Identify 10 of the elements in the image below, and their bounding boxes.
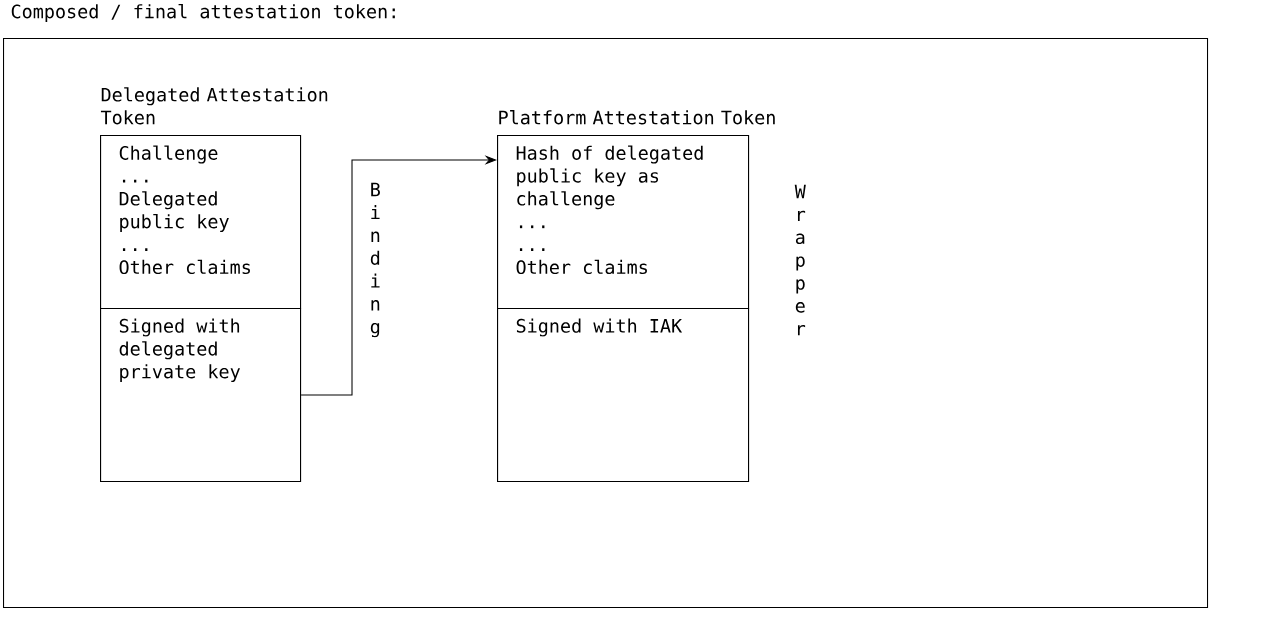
title: Composed / final attestation token: [11, 4, 395, 22]
token-section: Hash of delegated public key as challenge ... ... Other claims [497, 135, 750, 310]
arrow [300, 155, 497, 396]
token-section: Signed with IAK [497, 308, 750, 483]
token-heading: Delegated Attestation Token [100, 87, 328, 125]
vertical-label: Wrapper [794, 184, 806, 336]
token-section: Challenge ... Delegated public key ... Other claims [100, 135, 302, 310]
edge-label: Binding [368, 181, 383, 339]
token-heading: Platform Attestation Token [499, 110, 775, 125]
token-section: Signed with delegated private key [100, 308, 302, 483]
